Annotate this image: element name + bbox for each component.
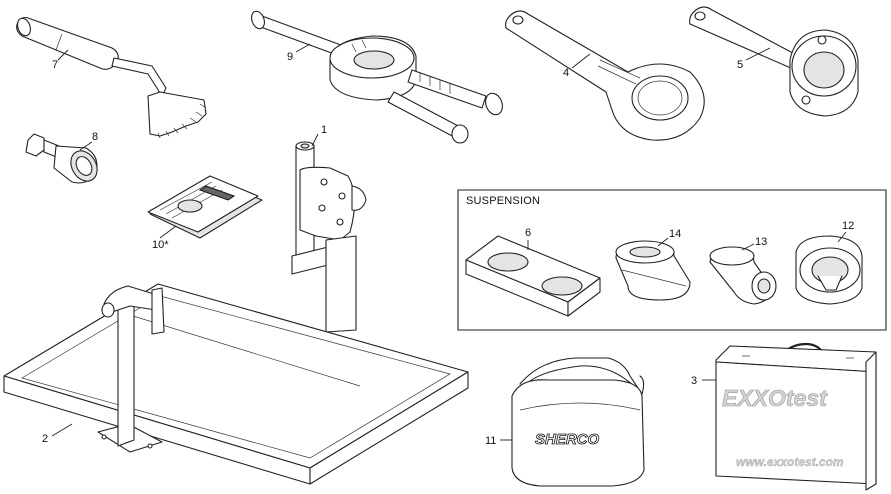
part-5-ring-tool (689, 6, 859, 117)
leader-lines (51, 43, 847, 441)
callout-13: 13 (755, 236, 767, 248)
callout-4: 4 (563, 67, 569, 79)
callout-1: 1 (321, 124, 327, 136)
callout-12: 12 (842, 220, 854, 232)
callout-numbers: 1 2 3 4 5 6 7 8 9 10* 11 12 13 14 (42, 51, 854, 447)
part-2-tray (3, 283, 469, 485)
part-14-bush (615, 240, 691, 301)
part-4-ring-spanner (505, 10, 705, 141)
part-9-puller (251, 10, 503, 144)
callout-2: 2 (42, 433, 48, 445)
part-10-manual (147, 175, 263, 239)
callout-14: 14 (669, 228, 681, 240)
callout-7: 7 (52, 59, 58, 71)
part-11-bag: SHERCO (511, 357, 645, 487)
part-13-sleeve (709, 246, 777, 305)
part-3-tool-case: EXXOtest www.exxotest.com (715, 342, 877, 491)
callout-8: 8 (92, 131, 98, 143)
part-8-adaptor (25, 133, 98, 184)
suspension-title: SUSPENSION (466, 195, 540, 207)
callout-5: 5 (737, 59, 743, 71)
bag-logo: SHERCO (535, 431, 600, 448)
callout-10: 10* (152, 239, 169, 251)
callout-11: 11 (485, 435, 496, 447)
case-logo: EXXOtest (722, 385, 828, 411)
callout-6: 6 (525, 227, 531, 239)
case-url: www.exxotest.com (736, 455, 844, 469)
callout-9: 9 (287, 51, 293, 63)
part-1-engine-stand (291, 141, 367, 333)
part-7-toothed-tool (16, 16, 207, 139)
part-12-slotted-cup (795, 235, 863, 305)
callout-3: 3 (691, 375, 697, 387)
part-6-clamp-block (465, 235, 601, 317)
suspension-group: SUSPENSION (457, 189, 887, 331)
